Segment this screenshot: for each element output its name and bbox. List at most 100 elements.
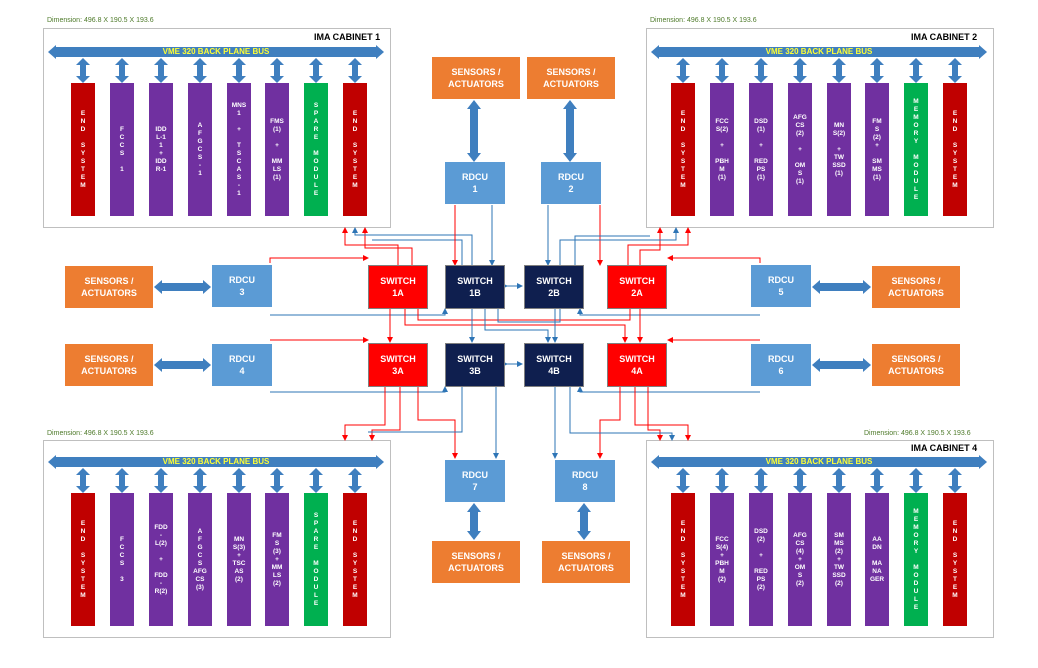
sensors-actuators-4: SENSORS / ACTUATORS [65, 344, 153, 386]
arrow-sensors1-rdcu1 [467, 100, 481, 162]
switch-4a: SWITCH 4A [607, 343, 667, 387]
cabinet-3-connector-3 [154, 468, 168, 493]
cabinet-3-module-1: E N D S Y S T E M [71, 493, 95, 626]
switch-2a: SWITCH 2A [607, 265, 667, 309]
arrow-sensors4-rdcu4 [154, 358, 211, 372]
cabinet-3-module-5: MN S(3) + TSC AS (2) [227, 493, 251, 626]
arrow-rdcu8-sensors8 [577, 503, 591, 540]
cabinet-1-module-6: FMS (1) + MM LS (1) [265, 83, 289, 216]
cabinet-2-title: IMA CABINET 2 [911, 32, 978, 42]
cabinet-3-module-4: A F G C S AFG CS (3) [188, 493, 212, 626]
cabinet-4-connector-3 [754, 468, 768, 493]
cabinet-2-module-1: E N D S Y S T E M [671, 83, 695, 216]
cabinet-1-bus: VME 320 BACK PLANE BUS [48, 45, 384, 59]
cabinet-1-connector-7 [309, 58, 323, 83]
rdcu-1: RDCU 1 [445, 162, 505, 204]
cabinet-3-connector-6 [270, 468, 284, 493]
cabinet-1-connector-8 [348, 58, 362, 83]
cabinet-3-dimension: Dimension: 496.8 X 190.5 X 193.6 [47, 430, 154, 437]
rdcu-6: RDCU 6 [751, 344, 811, 386]
cabinet-4-bus-label: VME 320 BACK PLANE BUS [765, 457, 873, 466]
cabinet-1-module-1: E N D S Y S T E M [71, 83, 95, 216]
cabinet-2-connector-6 [870, 58, 884, 83]
rdcu-7: RDCU 7 [445, 460, 505, 502]
cabinet-2-dimension: Dimension: 496.8 X 190.5 X 193.6 [650, 17, 757, 24]
cabinet-4-connector-2 [715, 468, 729, 493]
cabinet-4-bus: VME 320 BACK PLANE BUS [651, 455, 987, 469]
cabinet-1-connector-5 [232, 58, 246, 83]
cabinet-3-module-6: FM S (3) + MM LS (2) [265, 493, 289, 626]
cabinet-3-module-7: S P A R E M O D U L E [304, 493, 328, 626]
cabinet-1-title: IMA CABINET 1 [314, 32, 381, 42]
arrow-rdcu5-sensors5 [812, 280, 871, 294]
cabinet-1-module-5: MNS 1 + T S C A S - 1 [227, 83, 251, 216]
cabinet-3-module-2: F C C S 3 [110, 493, 134, 626]
cabinet-1-module-7: S P A R E M O D U L E [304, 83, 328, 216]
sensors-actuators-5: SENSORS / ACTUATORS [872, 266, 960, 308]
cabinet-3-connector-2 [115, 468, 129, 493]
cabinet-2-connector-5 [832, 58, 846, 83]
cabinet-2-module-2: FCC S(2) + PBH M (1) [710, 83, 734, 216]
cabinet-2-connector-4 [793, 58, 807, 83]
cabinet-4-title: IMA CABINET 4 [911, 443, 978, 453]
rdcu-3: RDCU 3 [212, 265, 272, 307]
cabinet-3-connector-5 [232, 468, 246, 493]
sensors-actuators-8: SENSORS / ACTUATORS [542, 541, 630, 583]
cabinet-3-connector-7 [309, 468, 323, 493]
cabinet-1-dimension: Dimension: 496.8 X 190.5 X 193.6 [47, 17, 154, 24]
cabinet-1-module-2: F C C S 1 [110, 83, 134, 216]
cabinet-2-bus: VME 320 BACK PLANE BUS [651, 45, 987, 59]
cabinet-4-connector-8 [948, 468, 962, 493]
cabinet-1-bus-label: VME 320 BACK PLANE BUS [162, 47, 270, 56]
arrow-rdcu6-sensors6 [812, 358, 871, 372]
cabinet-3 [43, 440, 391, 638]
cabinet-3-connector-1 [76, 468, 90, 493]
cabinet-4-connector-4 [793, 468, 807, 493]
cabinet-3-connector-4 [193, 468, 207, 493]
cabinet-4-module-3: DSD (2) + RED PS (2) [749, 493, 773, 626]
switch-3b: SWITCH 3B [445, 343, 505, 387]
cabinet-1-connector-6 [270, 58, 284, 83]
cabinet-3-module-8: E N D S Y S T E M [343, 493, 367, 626]
cabinet-2-module-5: MN S(2) + TW SSD (1) [827, 83, 851, 216]
cabinet-4-dimension: Dimension: 496.8 X 190.5 X 193.6 [864, 430, 971, 437]
cabinet-1-connector-4 [193, 58, 207, 83]
rdcu-8: RDCU 8 [555, 460, 615, 502]
cabinet-4-module-5: SM MS (2) + TW SSD (2) [827, 493, 851, 626]
cabinet-4-module-8: E N D S Y S T E M [943, 493, 967, 626]
sensors-actuators-1: SENSORS / ACTUATORS [432, 57, 520, 99]
cabinet-2-connector-8 [948, 58, 962, 83]
cabinet-4 [646, 440, 994, 638]
switch-1a: SWITCH 1A [368, 265, 428, 309]
switch-1b: SWITCH 1B [445, 265, 505, 309]
sensors-actuators-7: SENSORS / ACTUATORS [432, 541, 520, 583]
sensors-actuators-2: SENSORS / ACTUATORS [527, 57, 615, 99]
cabinet-4-connector-7 [909, 468, 923, 493]
cabinet-4-module-4: AFG CS (4) + OM S (2) [788, 493, 812, 626]
cabinet-2-bus-label: VME 320 BACK PLANE BUS [765, 47, 873, 56]
cabinet-4-connector-5 [832, 468, 846, 493]
cabinet-4-module-2: FCC S(4) + PBH M (2) [710, 493, 734, 626]
cabinet-4-connector-6 [870, 468, 884, 493]
cabinet-4-module-7: M E M O R Y M O D U L E [904, 493, 928, 626]
cabinet-1-connector-2 [115, 58, 129, 83]
cabinet-3-connector-8 [348, 468, 362, 493]
cabinet-4-module-1: E N D S Y S T E M [671, 493, 695, 626]
cabinet-2-connector-1 [676, 58, 690, 83]
rdcu-5: RDCU 5 [751, 265, 811, 307]
cabinet-1-module-4: A F G C S - 1 [188, 83, 212, 216]
switch-3a: SWITCH 3A [368, 343, 428, 387]
cabinet-2-module-3: DSD (1) + RED PS (1) [749, 83, 773, 216]
cabinet-1 [43, 28, 391, 228]
cabinet-2-module-7: M E M O R Y M O D U L E [904, 83, 928, 216]
cabinet-2-connector-2 [715, 58, 729, 83]
sensors-actuators-6: SENSORS / ACTUATORS [872, 344, 960, 386]
arrow-sensors2-rdcu2 [563, 100, 577, 162]
cabinet-4-connector-1 [676, 468, 690, 493]
cabinet-2-module-6: FM S (2) + SM MS (1) [865, 83, 889, 216]
cabinet-3-bus: VME 320 BACK PLANE BUS [48, 455, 384, 469]
cabinet-1-module-8: E N D S Y S T E M [343, 83, 367, 216]
cabinet-2-connector-7 [909, 58, 923, 83]
cabinet-2-module-8: E N D S Y S T E M [943, 83, 967, 216]
